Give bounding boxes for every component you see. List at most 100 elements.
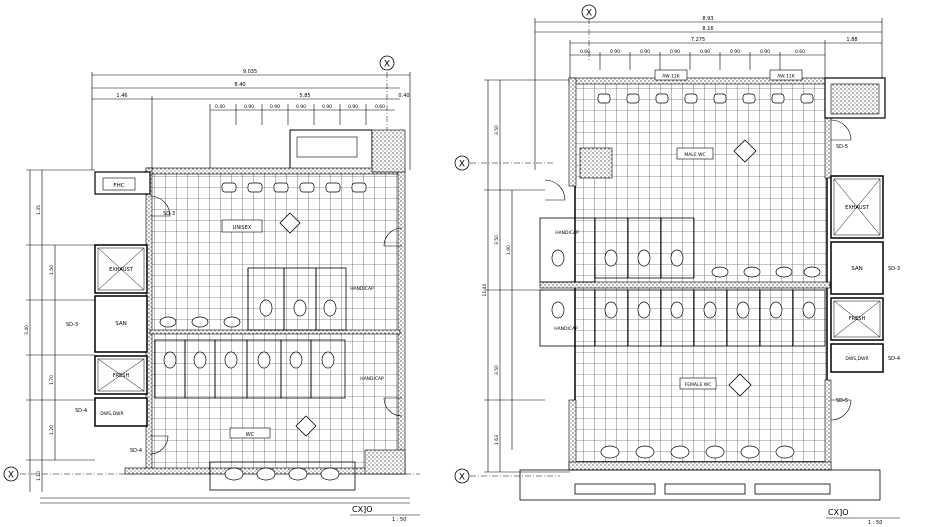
right-dim-fix-4: 0.90 <box>670 49 680 55</box>
left-dim-side-2: 1.50 <box>49 265 55 275</box>
left-exhaust-label: EXHAUST <box>109 267 134 273</box>
right-mid-basins <box>711 266 821 278</box>
right-lower-cubicles <box>539 289 826 347</box>
left-dim-side-3: 1.70 <box>49 375 55 385</box>
left-dim-fix-1: 0.40 <box>215 104 225 110</box>
left-dim-fix-2: 0.90 <box>244 104 254 110</box>
right-grid-marker-side-2: X <box>454 468 560 484</box>
left-dim-total: 9.035 <box>243 69 257 75</box>
right-grid-label-side-1: X <box>459 160 465 170</box>
right-upper-toilets <box>551 249 684 267</box>
right-fresh-label: FRESH <box>849 316 866 322</box>
left-top-fixtures-row <box>221 182 367 193</box>
left-dim-fix-5: 0.90 <box>322 104 332 110</box>
left-tiled-floor <box>149 171 403 473</box>
left-mark-tag-1: UNISEX <box>233 225 252 231</box>
left-lower-toilets <box>163 351 335 369</box>
left-dim-fix-7: 0.60 <box>375 104 385 110</box>
left-dim-row-a: 1.46 <box>116 93 127 99</box>
right-door-tag-1: SD-5 <box>836 144 848 150</box>
left-handicap-label-1: HANDICAP <box>350 286 374 292</box>
left-top-notch-inner <box>296 136 358 158</box>
left-top-dimension-lines <box>91 72 411 170</box>
left-dim-side-5: 3.40 <box>24 325 30 335</box>
left-fhc-room: FHC <box>94 171 151 195</box>
right-handicap-label-2: HANDICAP <box>554 326 578 332</box>
left-dim-side-6: 1.10 <box>36 471 42 481</box>
left-dws-label: DWS,DWR <box>100 411 123 417</box>
left-grid-label-top: X <box>384 60 390 70</box>
right-san-label: SAN <box>851 266 862 272</box>
left-dim-fix-4: 0.90 <box>296 104 306 110</box>
left-mid-basins <box>159 316 241 328</box>
left-dim-side-1: 1.35 <box>36 205 42 215</box>
right-dim-fix-7: 0.90 <box>760 49 770 55</box>
right-floor-plan: X 8.93 8.16 7.275 1.88 0.60 0.90 0.90 0.… <box>454 4 900 526</box>
left-lower-signage: WC <box>229 415 317 439</box>
left-drawing-title: CX]O 1 : 50 <box>350 505 420 523</box>
right-drawing-title: CX]O 1 : 50 <box>826 508 900 526</box>
right-handicap-label-1: HANDICAP <box>555 230 579 236</box>
right-dim-fix-3: 0.90 <box>640 49 650 55</box>
left-door-tag-4: SD-4 <box>130 448 142 454</box>
right-dim-total: 8.93 <box>702 16 713 22</box>
left-upper-cubicles <box>247 267 347 331</box>
right-bottom-strip <box>519 469 881 501</box>
left-grid-label-side: X <box>8 471 14 481</box>
left-dim-fix-6: 0.90 <box>348 104 358 110</box>
left-shaft-column <box>94 244 148 427</box>
right-lower-signage: FEMALE WC <box>679 373 752 397</box>
left-dim-sub: 8.40 <box>234 82 245 88</box>
right-upper-signage: MALE WC <box>676 139 757 163</box>
right-ahu-label-1: AW-11K <box>662 74 680 80</box>
right-dws-label: DWS,DWR <box>845 356 868 362</box>
left-side-dimension-lines <box>26 169 95 492</box>
right-dim-side-4: 1.90 <box>506 245 512 255</box>
right-ahu-label-2: AW-11K <box>777 74 795 80</box>
right-dim-fix-6: 0.90 <box>730 49 740 55</box>
right-bottom-basins <box>600 445 795 459</box>
right-dim-side-5: 3.50 <box>494 365 500 375</box>
right-ahu-box-2 <box>769 69 803 81</box>
right-hatched-walls <box>539 77 886 471</box>
left-fresh-label: FRESH <box>113 373 130 379</box>
left-mark-tag-2: WC <box>246 432 255 438</box>
left-bottom-basins <box>224 467 340 481</box>
right-door-swings <box>544 119 852 421</box>
left-signage-marker: UNISEX <box>221 212 301 234</box>
right-dim-side-2: 3.50 <box>494 235 500 245</box>
right-ahu-box-1 <box>654 69 688 81</box>
right-door-tag-4: SD-5 <box>836 398 848 404</box>
left-door-tag-2: SD-3 <box>66 322 78 328</box>
right-dim-row-a: 7.275 <box>691 37 705 43</box>
right-exhaust-label: EXHAUST <box>845 205 870 211</box>
right-dim-fix-5: 0.90 <box>700 49 710 55</box>
right-lower-toilets <box>551 301 816 319</box>
left-fhc-label: FHC <box>113 183 124 189</box>
right-grid-marker-top: X <box>581 4 597 60</box>
left-door-tag-3: SD-4 <box>75 408 87 414</box>
right-grid-marker-side-1: X <box>454 155 555 171</box>
left-floor-plan: 9.035 8.40 1.46 5.85 0.40 0.40 0.90 0.90… <box>3 55 420 523</box>
right-dim-side-6: 1.63 <box>494 435 500 445</box>
right-grid-label-top: X <box>586 9 592 19</box>
left-dim-row-b: 5.85 <box>299 93 310 99</box>
left-bottom-counter <box>209 461 356 491</box>
right-mark-tag-1: MALE WC <box>684 152 705 158</box>
left-title-scale: 1 : 50 <box>392 517 406 523</box>
right-door-tag-2: SD-3 <box>888 266 900 272</box>
right-title-symbol: CX]O <box>828 508 848 517</box>
right-dim-row-b: 1.88 <box>846 37 857 43</box>
right-dim-fix-8: 0.60 <box>795 49 805 55</box>
left-upper-toilets <box>259 299 337 317</box>
left-dim-side-4: 1.20 <box>49 425 55 435</box>
right-dim-side-3: 11.40 <box>482 283 488 296</box>
right-shaft-column <box>830 175 884 373</box>
right-top-dimension-lines <box>534 18 883 170</box>
left-san-label: SAN <box>115 321 126 327</box>
right-dim-fix-2: 0.90 <box>610 49 620 55</box>
left-door-swings <box>149 195 403 455</box>
left-door-tag-1: SD-3 <box>163 211 175 217</box>
right-dim-fix-1: 0.60 <box>580 49 590 55</box>
